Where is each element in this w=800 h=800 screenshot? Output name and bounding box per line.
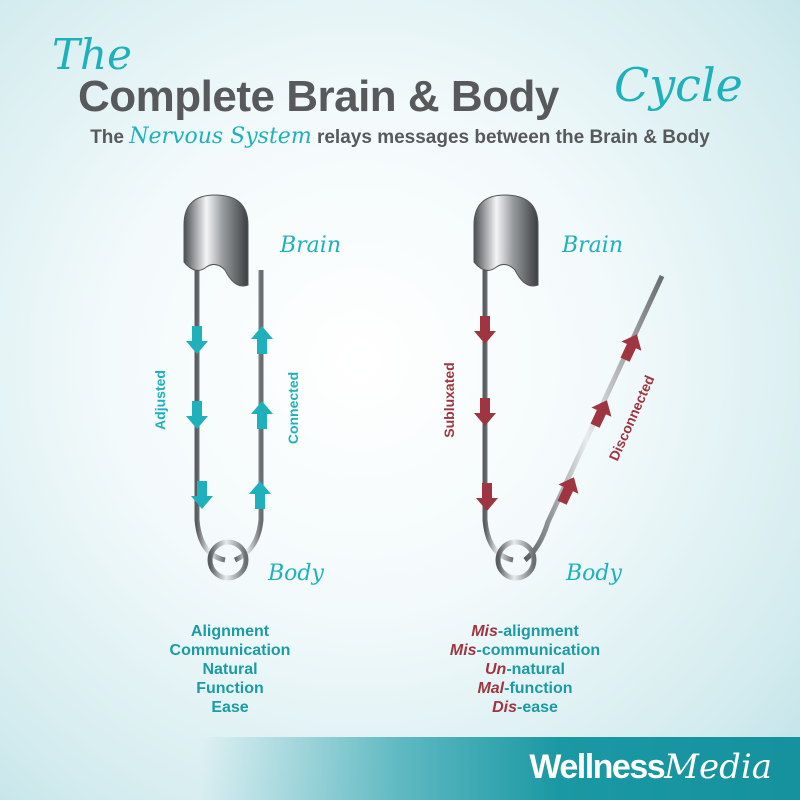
list-item: Function	[196, 680, 264, 697]
arrow-up-icon	[251, 326, 273, 354]
subtitle-script: Nervous System	[129, 124, 312, 149]
list-item: Dis-ease	[410, 698, 640, 717]
arrow-down-icon	[186, 326, 208, 354]
rest: -function	[504, 680, 573, 697]
list-item: Communication	[169, 642, 291, 659]
arrow-up-icon	[249, 481, 271, 509]
arrow-up-icon	[590, 400, 612, 428]
rest: -natural	[506, 661, 565, 678]
subluxated-label: Subluxated	[441, 362, 457, 437]
rest: -ease	[516, 699, 558, 716]
adjusted-label: Adjusted	[152, 370, 168, 430]
arrow-down-icon	[474, 316, 496, 344]
logo-text-b: Media	[664, 747, 772, 787]
arrow-up-icon	[620, 334, 642, 362]
arrow-down-icon	[186, 401, 208, 429]
arrow-down-icon	[476, 483, 498, 511]
right-outcome-list: Mis-alignment Mis-communication Un-natur…	[410, 622, 640, 717]
prefix: Un	[485, 661, 507, 678]
subtitle-pre: The	[90, 127, 124, 148]
connected-label: Connected	[285, 372, 301, 444]
list-item: Mis-alignment	[410, 622, 640, 641]
list-item: Mis-communication	[410, 641, 640, 660]
footer-band: WellnessMedia	[0, 737, 800, 800]
wellness-media-logo: WellnessMedia	[529, 747, 772, 787]
list-item: Un-natural	[410, 660, 640, 679]
prefix: Mis	[449, 642, 477, 659]
left-body-label: Body	[267, 561, 324, 586]
list-item: Ease	[211, 699, 249, 716]
right-safety-pin	[473, 194, 665, 581]
title-main: Complete Brain & Body	[78, 72, 559, 121]
subtitle: The Nervous System relays messages betwe…	[0, 124, 800, 149]
right-brain-label: Brain	[561, 233, 623, 258]
list-item: Mal-function	[410, 679, 640, 698]
arrow-down-icon	[191, 481, 213, 509]
title-the: The	[52, 30, 132, 79]
prefix: Mal	[477, 680, 505, 697]
subtitle-post: relays messages between the Brain & Body	[316, 127, 710, 148]
arrow-up-icon	[251, 401, 273, 429]
right-body-label: Body	[565, 561, 622, 586]
rest: -alignment	[497, 623, 579, 640]
arrow-down-icon	[474, 398, 496, 426]
rest: -communication	[476, 642, 601, 659]
prefix: Mis	[471, 623, 498, 640]
left-brain-label: Brain	[279, 233, 341, 258]
arrow-up-icon	[557, 477, 579, 505]
list-item: Natural	[202, 661, 258, 678]
logo-text-a: Wellness	[529, 748, 665, 786]
left-outcome-list: Alignment Communication Natural Function…	[130, 622, 330, 717]
left-safety-pin	[183, 194, 264, 581]
prefix: Dis	[492, 699, 517, 716]
title-cycle: Cycle	[614, 58, 743, 112]
list-item: Alignment	[190, 623, 270, 640]
